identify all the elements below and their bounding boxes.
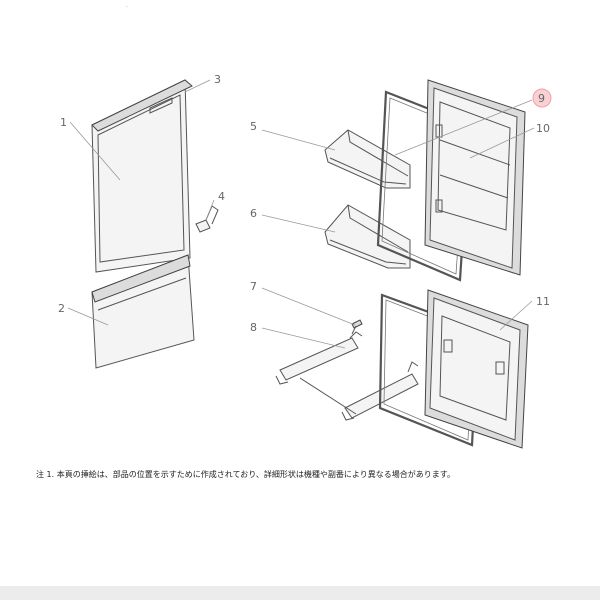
callout-leaders (67, 79, 535, 349)
callout-4: 4 (218, 190, 225, 203)
part-5-door-pocket (324, 129, 411, 189)
part-6-door-pocket (324, 204, 411, 269)
top-mark: · (126, 4, 128, 11)
callout-5: 5 (250, 120, 257, 133)
part-11-lower-inner-door (424, 289, 529, 449)
diagram-note: 注 1. 本頁の挿絵は、部品の位置を示すために作成されており、詳細形状は機種や副… (36, 470, 455, 479)
callout-6: 6 (250, 207, 257, 220)
callout-1: 1 (60, 116, 67, 129)
callout-9: 9 (538, 92, 545, 105)
callout-3: 3 (214, 73, 221, 86)
callout-10: 10 (536, 122, 550, 135)
callout-11: 11 (536, 295, 550, 308)
callout-9-highlight (532, 88, 552, 108)
part-8-rails (275, 331, 419, 421)
bottom-bar (0, 586, 600, 600)
callout-2: 2 (58, 302, 65, 315)
part-1-upper-door (91, 79, 193, 273)
callout-8: 8 (250, 321, 257, 334)
upper-inner-door-panel (424, 79, 526, 276)
part-4-hinge (195, 205, 219, 233)
callout-7: 7 (250, 280, 257, 293)
part-7-screw (351, 319, 363, 335)
part-2-lower-door (91, 254, 195, 369)
